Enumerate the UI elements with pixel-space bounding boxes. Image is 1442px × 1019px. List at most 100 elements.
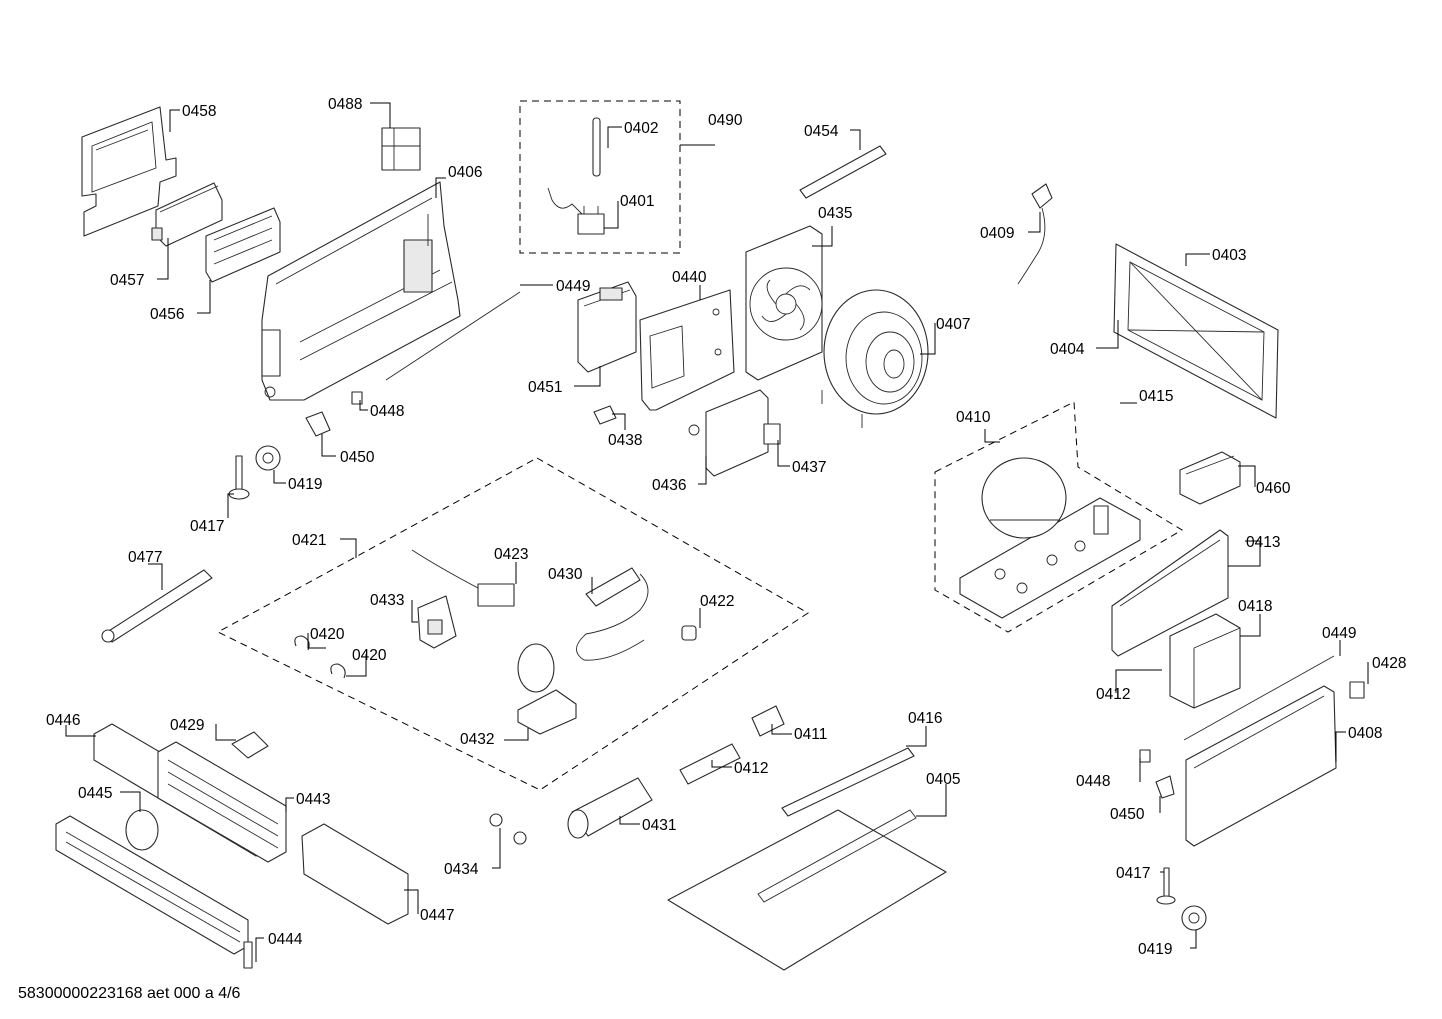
callout-0488: 0488 [328,96,362,113]
callout-0412-center: 0412 [734,760,768,777]
holder-0450-lower [1155,775,1175,799]
drain-hose-0415 [1099,396,1120,461]
callout-0413: 0413 [1246,534,1280,551]
valve-component-0488 [381,127,421,171]
display-board-0456 [205,207,281,283]
clip-0428 [1349,681,1365,699]
sensor-0401 [547,187,605,235]
callout-0410: 0410 [956,409,991,426]
side-panel-0413 [1111,529,1229,657]
leveling-foot-0417-lower [1156,867,1176,905]
heater-rod-0449 [385,291,521,381]
callout-0417-lower: 0417 [1116,865,1150,882]
callout-0449-lower: 0449 [1322,625,1356,642]
callout-0419-lower: 0419 [1138,941,1172,958]
callout-0433: 0433 [370,592,404,609]
relay-0460 [1179,451,1241,505]
callout-0456: 0456 [150,306,184,323]
callout-0457: 0457 [110,272,144,289]
mounting-plate-0440 [639,289,735,411]
grille-0443 [157,741,287,863]
callout-0422: 0422 [700,593,734,610]
switch-0423 [411,549,515,607]
valve-0430 [576,567,649,661]
callout-0430: 0430 [548,566,583,583]
callout-0446: 0446 [46,712,80,729]
callout-0420-upper: 0420 [310,626,345,643]
main-frame-0406 [261,181,461,401]
document-footer: 58300000223168 aet 000 a 4/6 [18,985,241,1002]
group-box-0410 [934,401,1183,633]
rear-panel-0403 [1113,243,1279,419]
bushings-0434 [489,813,527,845]
callout-0460: 0460 [1256,480,1291,497]
compressor-0410 [959,457,1141,619]
electrical-box-0418 [1169,613,1241,709]
duct-0445 [125,809,159,851]
callout-0448-upper: 0448 [370,403,404,420]
condenser-coil-0407 [821,289,929,428]
leveling-foot-0417 [228,455,250,500]
heater-rod-0449-lower [1183,655,1335,741]
clip-0438 [593,405,617,425]
callout-0416: 0416 [908,710,942,727]
callout-0435: 0435 [818,205,852,222]
callout-0436: 0436 [652,477,686,494]
callout-0458: 0458 [182,103,216,120]
holder-0450 [305,411,331,437]
callout-0417-upper: 0417 [190,518,224,535]
callout-0405: 0405 [926,771,960,788]
nozzle-0422 [681,625,697,641]
callout-0420-lower: 0420 [352,647,387,664]
callout-0450-upper: 0450 [340,449,375,466]
callout-0402: 0402 [624,120,658,137]
callout-0431: 0431 [642,817,676,834]
callout-0419-upper: 0419 [288,476,322,493]
callout-0428: 0428 [1372,655,1406,672]
callout-0477: 0477 [128,549,162,566]
callout-0403: 0403 [1212,247,1246,264]
callout-0447: 0447 [420,907,454,924]
callout-0401: 0401 [620,193,654,210]
filter-0412 [679,743,741,785]
callout-0404: 0404 [1050,341,1085,358]
callout-0432: 0432 [460,731,494,748]
clip-0420-lower [330,663,346,679]
pump-0432 [517,643,577,735]
callout-labels: 0458 0488 0402 0490 0454 0406 0401 0435 … [46,96,1406,958]
callout-0418: 0418 [1238,598,1272,615]
pipe-0454 [799,145,887,199]
strip-0416 [781,747,915,817]
bracket-plate-0458 [81,106,177,237]
water-hose-0477 [101,569,213,643]
callout-0438: 0438 [608,432,642,449]
callout-0454: 0454 [804,123,839,140]
leader-lines [65,102,1369,962]
power-board-0451 [577,281,637,373]
callout-0409: 0409 [980,225,1014,242]
tube-0431 [567,777,653,839]
sensor-tube-0402 [592,117,601,177]
callout-0411: 0411 [794,726,827,743]
fan-0435 [745,225,823,381]
group-box-0421 [216,457,809,791]
shelf-0405 [667,809,947,971]
callout-0451: 0451 [528,379,562,396]
callout-0421: 0421 [292,532,326,549]
controller-0436 [688,389,769,477]
callout-0412-right: 0412 [1096,686,1130,703]
callout-0434: 0434 [444,861,479,878]
callout-0429: 0429 [170,717,204,734]
bracket-0433 [417,595,457,649]
trim-0447 [301,823,409,925]
callout-0437: 0437 [792,459,826,476]
callout-0423: 0423 [494,546,528,563]
callout-0444: 0444 [268,931,303,948]
cap-0429 [231,731,269,759]
bushing-0419-lower [1181,905,1207,931]
callout-0406: 0406 [448,164,482,181]
callout-0490: 0490 [708,112,743,129]
callout-0440: 0440 [672,269,707,286]
screw-0448 [351,391,363,405]
